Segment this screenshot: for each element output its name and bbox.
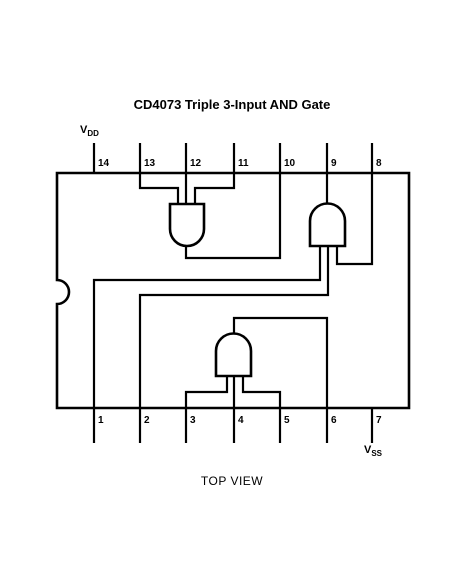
pin-11-label: 11 <box>238 158 249 169</box>
gate-c-input-3 <box>184 376 229 408</box>
and-gate-b-symbol <box>308 202 347 248</box>
gate-b-input-2 <box>138 246 330 408</box>
pin-10-label: 10 <box>284 158 296 169</box>
ic-body <box>55 171 411 410</box>
gate-b-input-8 <box>335 173 374 266</box>
top-view-caption: TOP VIEW <box>201 474 263 488</box>
vss-label: VSS <box>364 444 383 458</box>
pin-13-label: 13 <box>144 158 156 169</box>
pin-8-label: 8 <box>376 158 382 169</box>
and-gate-c <box>184 316 329 408</box>
pin-14-label: 14 <box>98 158 110 169</box>
diagram-title: CD4073 Triple 3-Input AND Gate <box>134 97 331 112</box>
pin-5-label: 5 <box>284 415 290 426</box>
bottom-pins: 1 2 3 4 5 6 7 <box>92 408 382 443</box>
gate-c-output-6 <box>232 316 329 408</box>
top-pins: 14 13 12 11 10 9 8 <box>92 143 382 173</box>
and-gate-a-symbol <box>168 202 206 248</box>
gate-b-output-1 <box>92 246 322 408</box>
pin-3-label: 3 <box>190 415 196 426</box>
gate-a-input-11 <box>193 173 236 204</box>
and-gate-c-symbol <box>214 332 253 378</box>
pin-6-label: 6 <box>331 415 337 426</box>
pin-7-label: 7 <box>376 415 382 426</box>
gate-a-output-10 <box>184 173 282 260</box>
pin-9-label: 9 <box>331 158 337 169</box>
vdd-label: VDD <box>80 124 99 138</box>
pin-4-label: 4 <box>238 415 244 426</box>
and-gate-a <box>138 173 282 260</box>
pin-2-label: 2 <box>144 415 150 426</box>
gate-a-input-13 <box>138 173 180 204</box>
gate-c-input-5 <box>241 376 282 408</box>
pin-12-label: 12 <box>190 158 202 169</box>
pin-1-label: 1 <box>98 415 104 426</box>
and-gate-b <box>92 173 374 408</box>
